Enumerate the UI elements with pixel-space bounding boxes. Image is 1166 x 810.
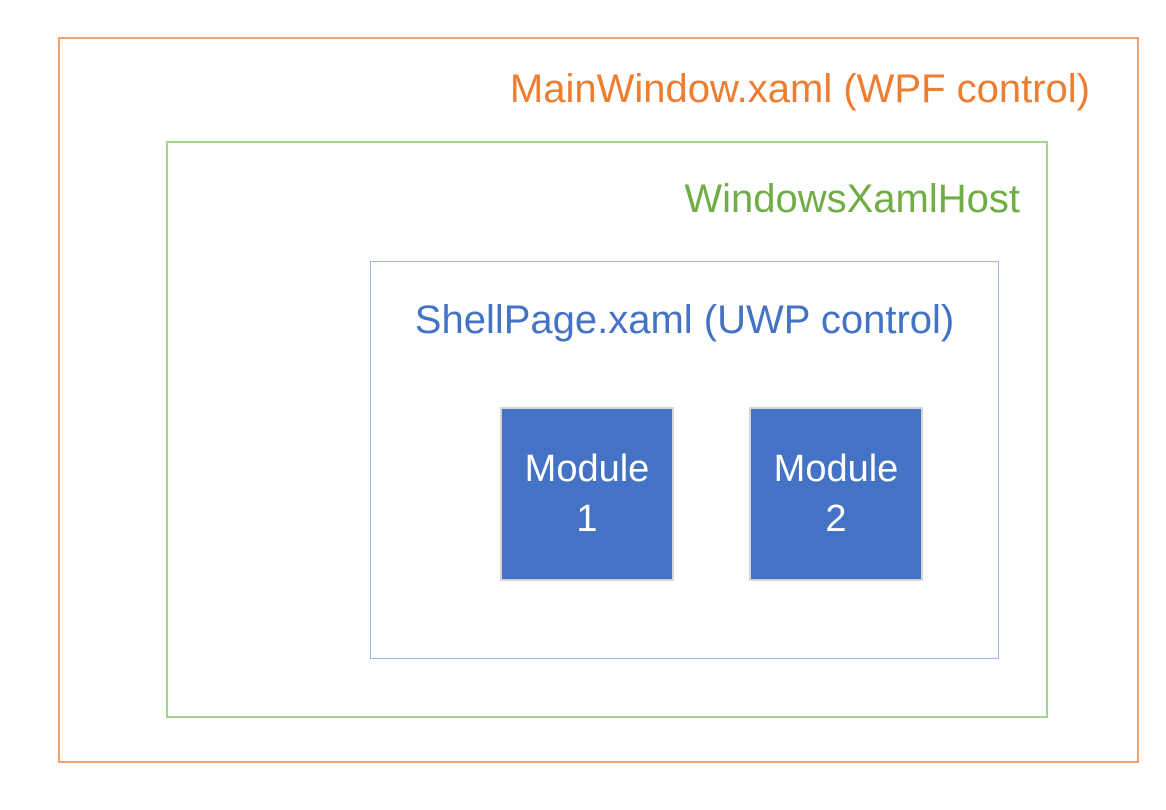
module-2-box: Module 2 [749,407,923,581]
mainwindow-box: MainWindow.xaml (WPF control) WindowsXam… [58,37,1139,763]
windowsxamlhost-label: WindowsXamlHost [684,177,1020,221]
shellpage-label: ShellPage.xaml (UWP control) [414,298,955,342]
mainwindow-label: MainWindow.xaml (WPF control) [509,67,1090,111]
module-1-label-line1: Module [524,448,650,490]
shellpage-box: ShellPage.xaml (UWP control) Module 1 Mo… [370,261,999,659]
windowsxamlhost-box: WindowsXamlHost ShellPage.xaml (UWP cont… [166,141,1048,718]
module-2-label-line1: Module [773,448,899,490]
module-2-label-line2: 2 [825,498,847,540]
module-1-box: Module 1 [500,407,674,581]
module-1-label-line2: 1 [576,498,598,540]
